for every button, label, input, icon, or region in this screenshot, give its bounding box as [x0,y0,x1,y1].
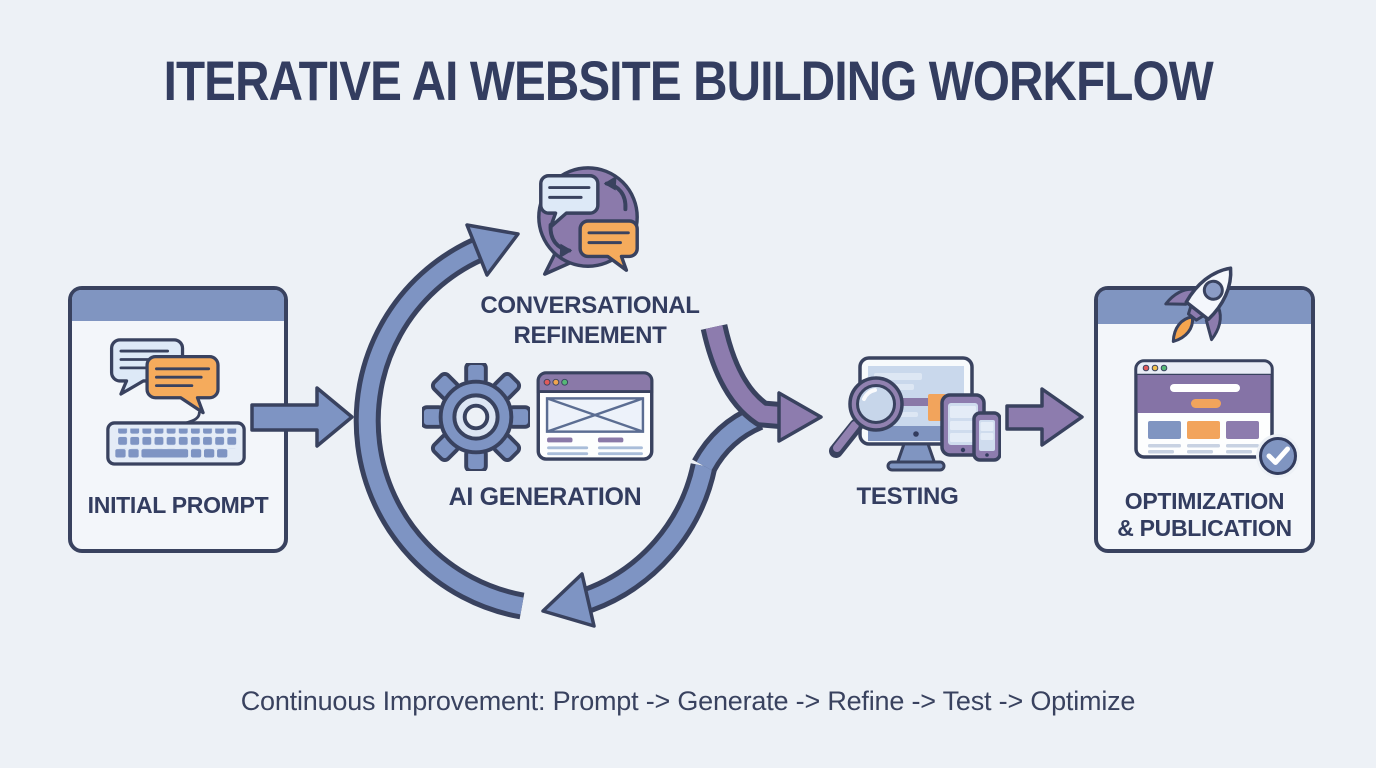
step-label-testing: TESTING [856,483,959,510]
step-label-conversational-refinement: CONVERSATIONAL REFINEMENT [480,292,700,349]
page-title: ITERATIVE AI WEBSITE BUILDING WORKFLOW [163,49,1213,112]
step-label-ai-generation: AI GENERATION [448,483,642,511]
chat-bubbles-keyboard-icon [106,338,246,466]
check-badge-icon [1256,434,1300,478]
chat-exchange-bubble-icon [537,166,639,276]
arrow-right-purple-icon [1005,387,1084,447]
magnifier-devices-icon [829,356,1001,472]
browser-page-icon [1134,359,1274,459]
card-header-bar [72,290,284,321]
caption-text: Continuous Improvement: Prompt -> Genera… [240,686,1136,716]
step-label-initial-prompt: INITIAL PROMPT [87,492,269,518]
gear-icon [422,363,530,471]
browser-wireframe-icon [536,371,654,461]
step-label-optimization-publication: OPTIMIZATION & PUBLICATION [1117,488,1292,541]
rocket-icon [1164,266,1233,343]
step-card-optimization-publication: OPTIMIZATION & PUBLICATION [1094,266,1315,553]
step-card-initial-prompt: INITIAL PROMPT [68,286,288,553]
